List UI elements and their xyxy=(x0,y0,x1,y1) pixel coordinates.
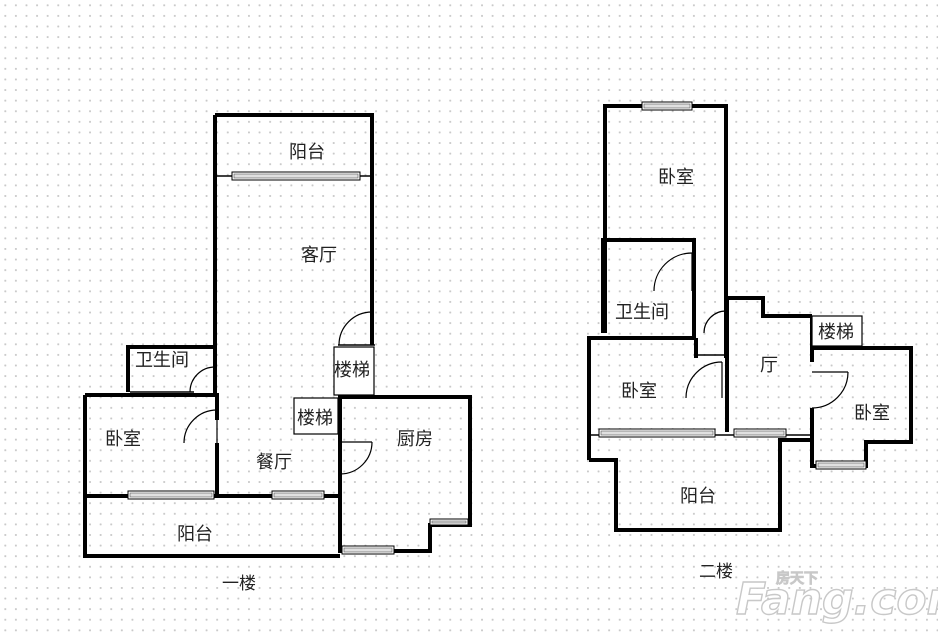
room-label-bedroom-top: 卧室 xyxy=(658,167,694,188)
stair-block xyxy=(293,397,339,435)
room-label-bathroom: 卫生间 xyxy=(615,302,669,323)
window xyxy=(341,545,395,555)
door-arc xyxy=(653,252,693,292)
door-arc xyxy=(338,311,373,346)
window xyxy=(598,428,716,438)
first-floor-doors xyxy=(183,311,373,475)
second-floor-doors xyxy=(653,252,849,409)
logo-chinese-text: 房天下 xyxy=(776,570,818,587)
window xyxy=(429,518,469,526)
window xyxy=(127,490,215,500)
room-label-stairs: 楼梯 xyxy=(818,322,854,343)
room-label-hall: 厅 xyxy=(760,355,778,376)
room-label-balcony-top: 阳台 xyxy=(289,142,325,163)
door-arc xyxy=(703,310,727,334)
room-label-bedroom-right: 卧室 xyxy=(854,403,890,424)
room-label-dining-room: 餐厅 xyxy=(256,452,292,473)
room-label-living-room: 客厅 xyxy=(301,245,337,266)
floor-label-first: 一楼 xyxy=(222,574,256,594)
door-arc xyxy=(811,371,849,409)
first-floor-plan: 阳台 客厅 楼梯 卫生间 楼梯 卧室 餐厅 厨房 阳台 一楼 xyxy=(83,113,472,594)
door-arc xyxy=(339,441,373,475)
first-floor-stairs xyxy=(293,346,375,435)
window xyxy=(231,171,361,181)
door-arc xyxy=(189,366,216,393)
stair-block xyxy=(811,315,863,347)
logo-text: Fang.com xyxy=(736,574,938,625)
fang-logo-watermark: 房天下 Fang.com xyxy=(735,570,938,626)
room-label-balcony: 阳台 xyxy=(680,486,716,507)
room-label-kitchen: 厨房 xyxy=(397,429,433,450)
second-floor-stairs xyxy=(811,315,863,347)
door-arc xyxy=(183,409,218,444)
floor-label-second: 二楼 xyxy=(699,562,733,582)
window xyxy=(733,428,787,438)
first-floor-walls xyxy=(83,113,472,558)
first-floor-windows xyxy=(127,171,469,555)
window xyxy=(815,460,867,470)
window xyxy=(271,490,325,500)
second-floor-windows xyxy=(598,101,867,470)
room-label-bedroom: 卧室 xyxy=(105,429,141,450)
stair-block xyxy=(333,346,375,396)
second-floor-plan: 卧室 卫生间 楼梯 厅 卧室 卧室 阳台 二楼 xyxy=(587,101,913,582)
door-arc xyxy=(685,361,723,399)
room-label-balcony-bottom: 阳台 xyxy=(177,524,213,545)
room-label-bathroom: 卫生间 xyxy=(135,350,189,371)
window xyxy=(641,101,693,111)
room-label-bedroom-left: 卧室 xyxy=(621,381,657,402)
room-label-stairs-upper: 楼梯 xyxy=(334,360,370,381)
room-label-stairs-lower: 楼梯 xyxy=(297,408,333,429)
